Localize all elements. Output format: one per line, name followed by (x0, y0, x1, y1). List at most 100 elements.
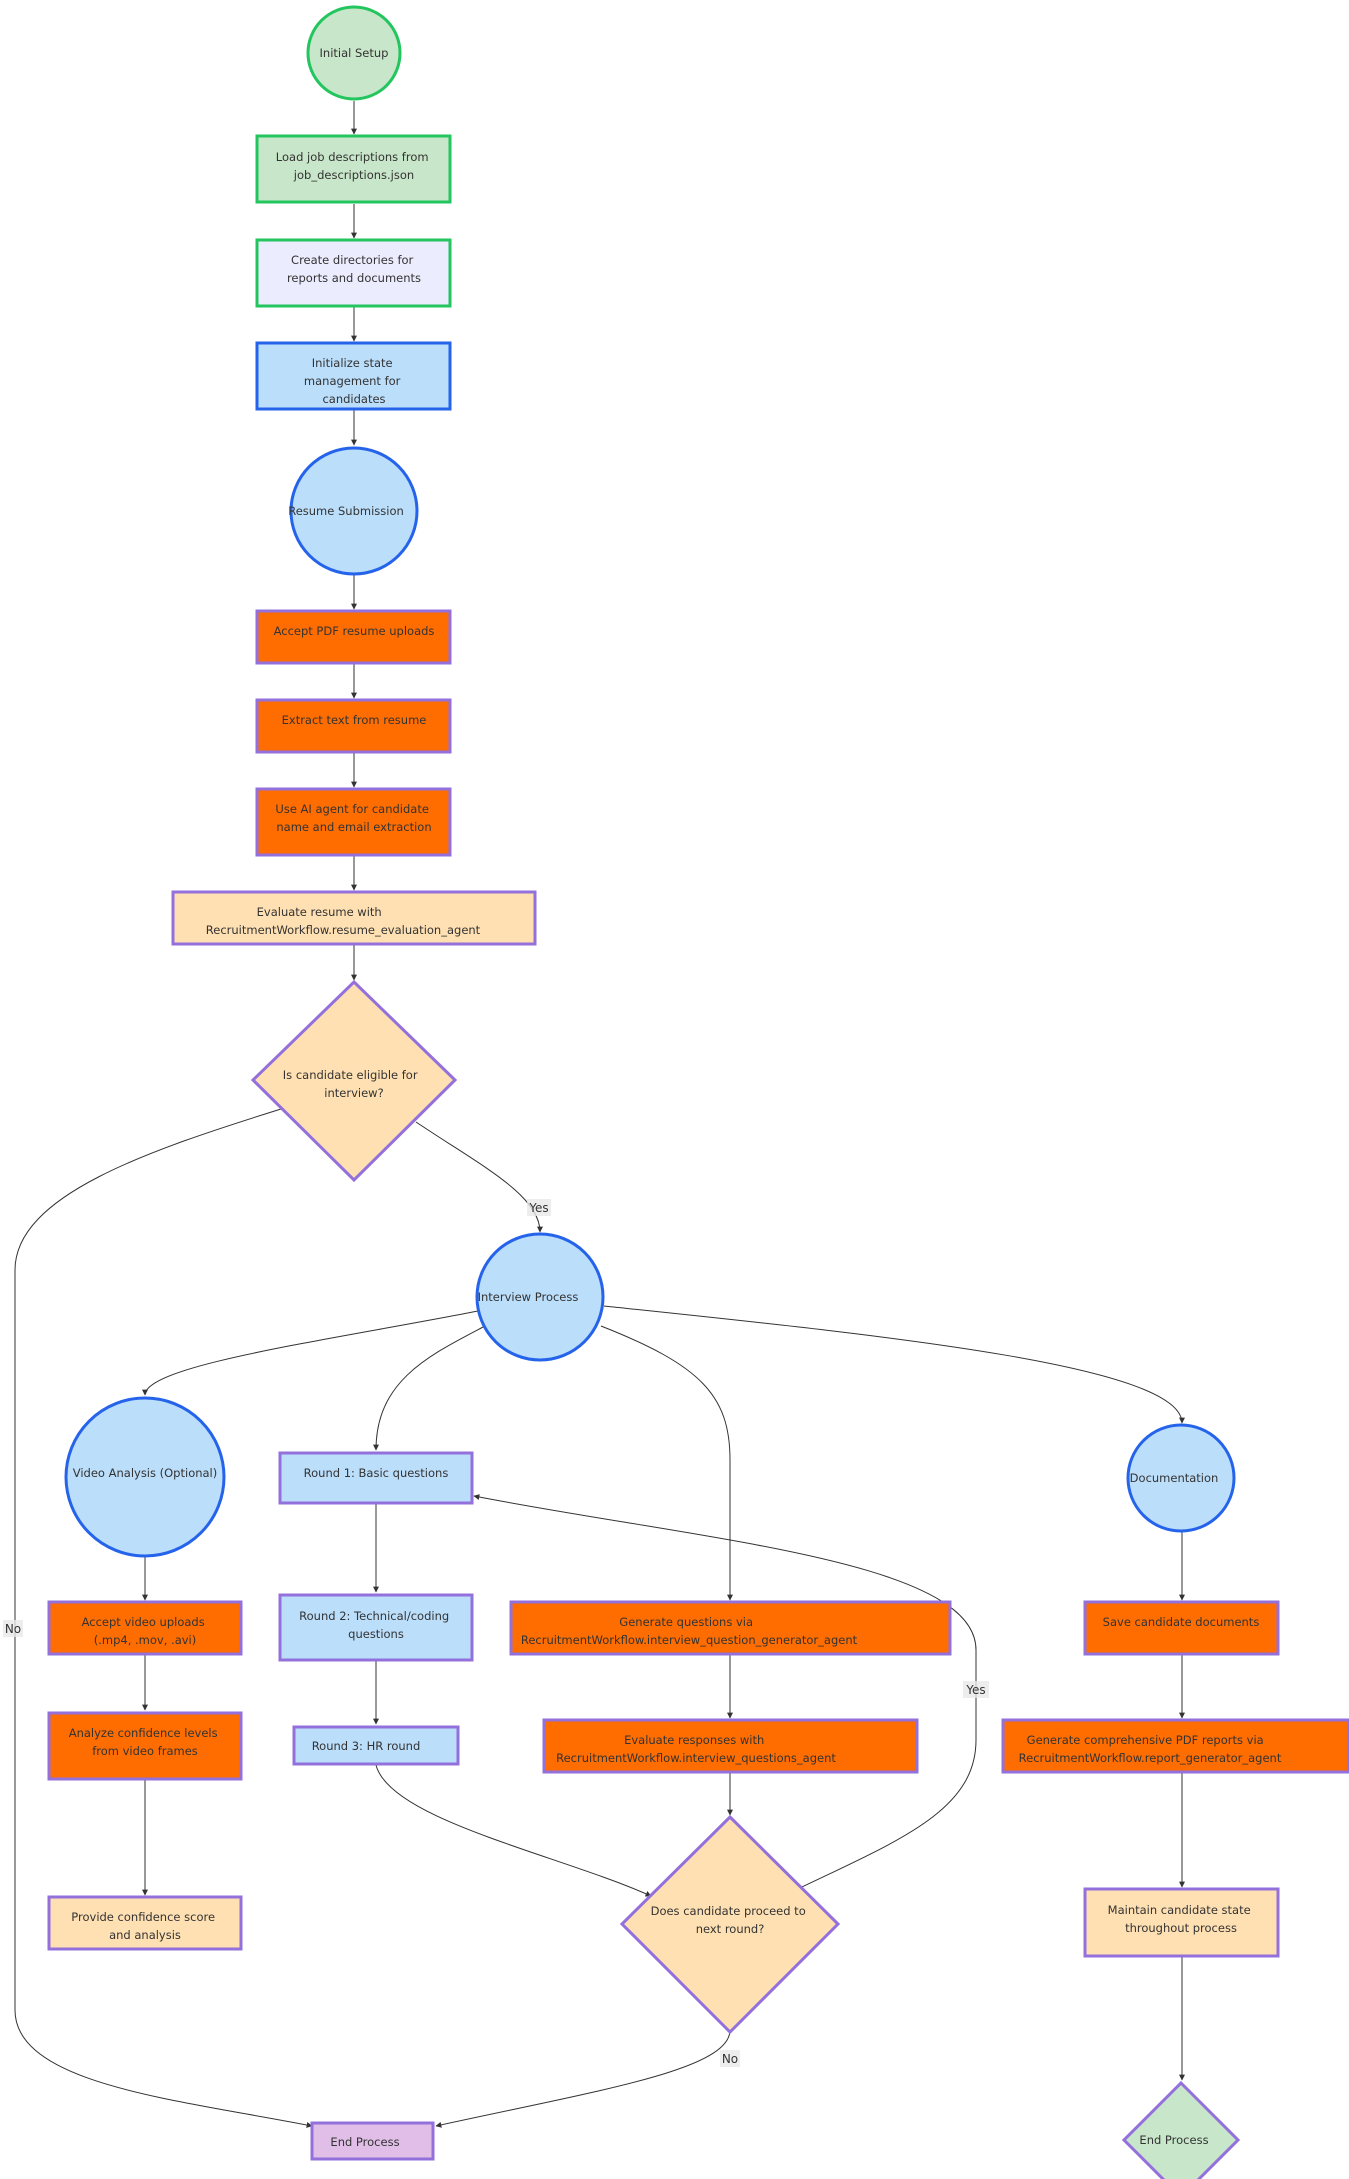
label-interview-process: Interview Process (478, 1290, 579, 1304)
node-evaluate-resume: Evaluate resume with RecruitmentWorkflow… (171, 890, 537, 946)
label-evaluate-resume-line2: RecruitmentWorkflow.resume_evaluation_ag… (206, 923, 481, 937)
node-load-jobs: Load job descriptions from job_descripti… (255, 134, 452, 204)
node-maintain-state: Maintain candidate state throughout proc… (1083, 1887, 1280, 1958)
node-accept-video: Accept video uploads (.mp4, .mov, .avi) (47, 1600, 243, 1656)
svg-text:Use AI agent for candidate: Use AI agent for candidate name and emai… (275, 802, 432, 834)
label-video-analysis: Video Analysis (Optional) (73, 1466, 218, 1480)
edge-round3-to-proceed (375, 1764, 652, 1897)
label-accept-video-line1: Accept video uploads (82, 1615, 205, 1629)
edge-interview-to-documentation (603, 1305, 1185, 1424)
svg-text:No: No (722, 2052, 738, 2066)
label-create-dirs-line2: reports and documents (287, 271, 421, 285)
svg-text:Load job descriptions from: Load job descriptions from job_descripti… (276, 150, 432, 182)
label-round2-line2: questions (348, 1627, 404, 1641)
edge-interview-to-generate (600, 1325, 733, 1601)
svg-text:Yes: Yes (965, 1683, 985, 1697)
label-maintain-state-line2: throughout process (1125, 1921, 1237, 1935)
label-end-process-left: End Process (330, 2135, 399, 2149)
label-save-documents: Save candidate documents (1103, 1615, 1260, 1629)
label-create-dirs-line1: Create directories for (291, 253, 414, 267)
label-confidence-score-line2: and analysis (109, 1928, 181, 1942)
svg-text:Is candidate eligible for: Is candidate eligible for interview? (283, 1068, 421, 1100)
label-end-process-right: End Process (1139, 2133, 1208, 2147)
svg-text:Evaluate responses with: Evaluate responses with RecruitmentWorkf… (556, 1733, 836, 1765)
edge-eligible-yes (415, 1121, 543, 1233)
label-init-state-line2: management for (304, 374, 401, 388)
node-proceed-decision: Does candidate proceed to next round? (619, 1814, 841, 2035)
label-round3: Round 3: HR round (312, 1739, 421, 1753)
node-accept-pdf: Accept PDF resume uploads (255, 609, 452, 665)
label-evaluate-responses-line2: RecruitmentWorkflow.interview_questions_… (556, 1751, 836, 1765)
svg-text:Create directories for: Create directories for reports and docum… (287, 253, 421, 285)
label-proceed-line2: next round? (696, 1922, 765, 1936)
label-evaluate-responses-line1: Evaluate responses with (624, 1733, 764, 1747)
label-init-state-line3: candidates (322, 392, 385, 406)
node-confidence-score: Provide confidence score and analysis (47, 1895, 243, 1951)
svg-text:Initialize state manag: Initialize state management for candidat… (304, 356, 404, 406)
label-maintain-state-line1: Maintain candidate state (1108, 1903, 1251, 1917)
node-resume-submission: Resume Submission (288, 446, 419, 576)
node-save-documents: Save candidate documents (1083, 1600, 1280, 1656)
label-generate-questions-line1: Generate questions via (619, 1615, 753, 1629)
label-load-jobs-line2: job_descriptions.json (293, 168, 414, 182)
svg-text:Generate questions via: Generate questions via RecruitmentWorkfl… (521, 1615, 858, 1647)
edge-proceed-no (435, 2029, 731, 2128)
label-resume-submission: Resume Submission (288, 504, 404, 518)
svg-text:Maintain candidate state: Maintain candidate state throughout proc… (1108, 1903, 1255, 1935)
label-load-jobs-line1: Load job descriptions from (276, 150, 429, 164)
svg-text:Analyze confidence levels: Analyze confidence levels from video fra… (69, 1726, 222, 1758)
node-round2: Round 2: Technical/coding questions (278, 1593, 474, 1662)
node-eligible-decision: Is candidate eligible for interview? (250, 979, 458, 1183)
edge-label-yes-next-round: Yes (963, 1681, 989, 1698)
svg-text:No: No (5, 1622, 21, 1636)
label-round2-line1: Round 2: Technical/coding (299, 1609, 449, 1623)
label-eligible-line2: interview? (324, 1086, 383, 1100)
label-proceed-line1: Does candidate proceed to (651, 1904, 806, 1918)
edge-proceed-yes (473, 1494, 977, 1888)
svg-text:Provide confidence score: Provide confidence score and analysis (71, 1910, 218, 1942)
node-initial-setup: Initial Setup (306, 5, 402, 101)
label-confidence-line1: Analyze confidence levels (69, 1726, 218, 1740)
node-round3: Round 3: HR round (292, 1725, 460, 1766)
label-pdf-reports-line2: RecruitmentWorkflow.report_generator_age… (1019, 1751, 1282, 1765)
node-end-process-left: End Process (310, 2121, 435, 2161)
edge-eligible-no (14, 1108, 313, 2128)
svg-text:Generate comprehensive PDF rep: Generate comprehensive PDF reports via R… (1019, 1733, 1282, 1765)
node-video-analysis: Video Analysis (Optional) (64, 1396, 226, 1558)
node-extract-text: Extract text from resume (255, 698, 452, 754)
label-generate-questions-line2: RecruitmentWorkflow.interview_question_g… (521, 1633, 858, 1647)
nodes: Initial Setup Load job descriptions from… (47, 5, 1349, 2179)
node-generate-questions: Generate questions via RecruitmentWorkfl… (509, 1600, 952, 1656)
edge-label-no-end: No (3, 1620, 23, 1637)
node-init-state: Initialize state management for candidat… (255, 341, 452, 411)
label-accept-video-line2: (.mp4, .mov, .avi) (94, 1633, 196, 1647)
label-confidence-score-line1: Provide confidence score (71, 1910, 215, 1924)
label-round1: Round 1: Basic questions (304, 1466, 449, 1480)
node-interview-process: Interview Process (475, 1232, 605, 1362)
svg-text:Does candidate proceed to: Does candidate proceed to next round? (651, 1904, 810, 1936)
label-ai-agent-line1: Use AI agent for candidate (275, 802, 428, 816)
label-accept-pdf: Accept PDF resume uploads (274, 624, 435, 638)
node-evaluate-responses: Evaluate responses with RecruitmentWorkf… (542, 1718, 919, 1774)
svg-text:Round 2: Technical/coding: Round 2: Technical/coding questions (299, 1609, 453, 1641)
edge-label-no-proceed: No (720, 2050, 740, 2067)
node-create-dirs: Create directories for reports and docum… (255, 238, 452, 308)
edges (14, 101, 1185, 2128)
node-round1: Round 1: Basic questions (278, 1451, 474, 1505)
label-init-state-line1: Initialize state (312, 356, 393, 370)
edge-labels: Yes No Yes No (3, 1199, 989, 2067)
svg-text:Evaluate resume with R: Evaluate resume with RecruitmentWorkflow… (206, 905, 481, 937)
edge-interview-to-round1 (373, 1325, 486, 1451)
label-evaluate-resume-line1: Evaluate resume with (257, 905, 382, 919)
svg-text:Yes: Yes (528, 1201, 548, 1215)
edge-interview-to-video (142, 1310, 479, 1396)
node-pdf-reports: Generate comprehensive PDF reports via R… (1001, 1718, 1349, 1774)
node-analyze-confidence: Analyze confidence levels from video fra… (47, 1711, 243, 1781)
label-eligible-line1: Is candidate eligible for (283, 1068, 418, 1082)
label-documentation: Documentation (1130, 1471, 1219, 1485)
edge-label-yes-interview: Yes (527, 1199, 551, 1216)
label-pdf-reports-line1: Generate comprehensive PDF reports via (1027, 1733, 1264, 1747)
node-documentation: Documentation (1126, 1423, 1236, 1533)
node-end-process-right: End Process (1121, 2080, 1241, 2179)
